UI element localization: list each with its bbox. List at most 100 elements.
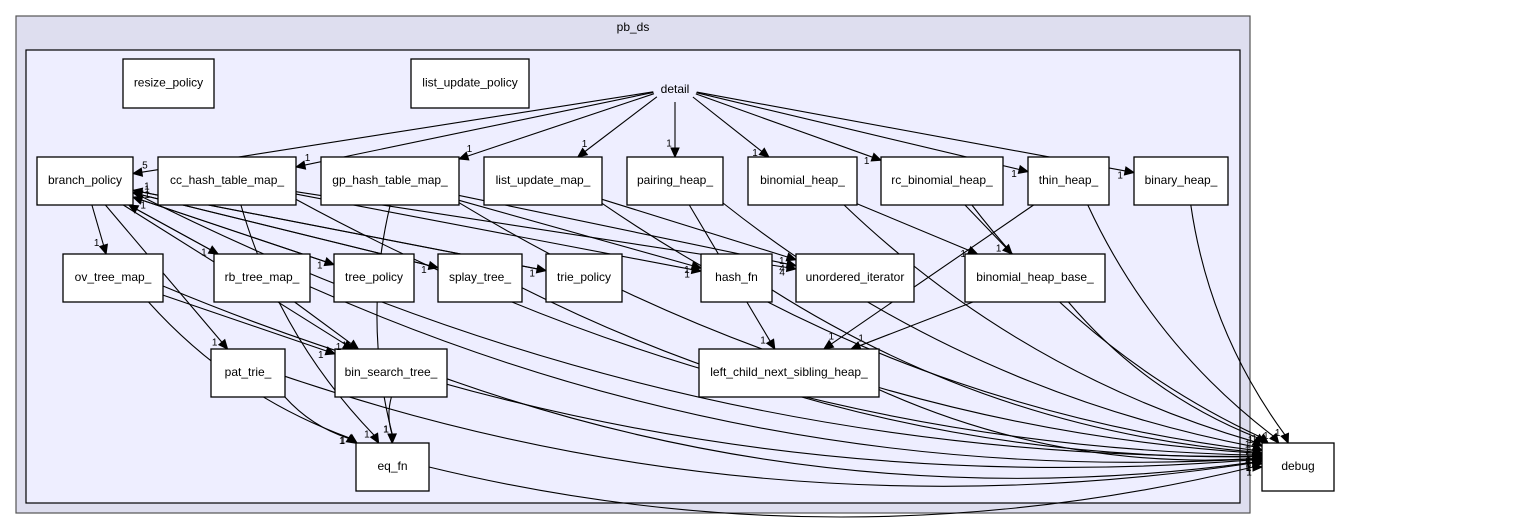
node-eq-fn[interactable]: eq_fn (355, 442, 430, 492)
node-left-child-next-sibling-heap[interactable]: left_child_next_sibling_heap_ (698, 348, 880, 398)
node-splay-tree[interactable]: splay_tree_ (437, 253, 523, 303)
edge-count-label: 1 (864, 156, 870, 167)
node-box (437, 253, 523, 303)
node-label: splay_tree_ (449, 270, 511, 284)
node-ov-tree-map[interactable]: ov_tree_map_ (62, 253, 164, 303)
node-box (62, 253, 164, 303)
edge-line (859, 301, 974, 347)
edge-detail-to-pairing-heap (670, 101, 680, 159)
edge-arrowhead (1251, 437, 1264, 447)
node-detail[interactable]: detail (661, 82, 690, 96)
edge-count-label: 1 (829, 331, 835, 342)
node-box (545, 253, 623, 303)
edge-line (136, 208, 219, 255)
edge-count-label: 1 (1245, 459, 1251, 470)
node-gp-hash-table-map[interactable]: gp_hash_table_map_ (320, 156, 460, 206)
node-box (355, 442, 430, 492)
edge-count-label: 1 (339, 436, 345, 447)
edge-rb-tree-map-to-branch-policy (127, 204, 219, 255)
node-thin-heap[interactable]: thin_heap_ (1027, 156, 1110, 206)
node-box (964, 253, 1106, 303)
node-list-update-policy[interactable]: list_update_policy (410, 58, 530, 109)
node-hash-fn[interactable]: hash_fn (700, 253, 773, 303)
edge-arrowhead (1280, 432, 1290, 445)
edge-count-label: 1 (364, 429, 370, 440)
node-tree-policy[interactable]: tree_policy (333, 253, 415, 303)
node-box (1027, 156, 1110, 206)
edge-arrowhead (690, 260, 703, 271)
edge-line (446, 378, 1254, 479)
edge-arrowhead (1123, 166, 1136, 176)
edge-count-label: 1 (212, 338, 218, 349)
node-box (1133, 156, 1229, 206)
edge-line (601, 198, 788, 258)
edge-count-label: 4 (779, 264, 785, 275)
edge-arrowhead (758, 147, 770, 158)
node-binomial-heap-base[interactable]: binomial_heap_base_ (964, 253, 1106, 303)
edge-count-label: 1 (1245, 451, 1251, 462)
node-debug[interactable]: debug (1261, 442, 1335, 492)
edge-count-label: 1 (752, 148, 758, 159)
node-box (795, 253, 915, 303)
node-label: gp_hash_table_map_ (332, 173, 448, 187)
edge-line (284, 396, 349, 439)
node-box (122, 58, 215, 109)
edge-line (695, 93, 873, 158)
edge-count-label: 1 (1011, 169, 1017, 180)
edge-detail-to-cc-hash-table-map (294, 91, 654, 170)
edge-count-label: 1 (201, 248, 207, 259)
node-box (210, 348, 286, 398)
node-box (880, 156, 1004, 206)
node-box (410, 58, 530, 109)
edge-gp-hash-table-map-to-hash-fn (458, 199, 703, 271)
edge-count-label: 1 (144, 182, 150, 193)
edge-arrowhead (131, 187, 144, 197)
node-list-update-map[interactable]: list_update_map_ (483, 156, 603, 206)
edge-line (467, 93, 655, 157)
node-label: binary_heap_ (1145, 173, 1218, 187)
edge-count-label: 1 (1245, 454, 1251, 465)
node-binomial-heap[interactable]: binomial_heap_ (747, 156, 858, 206)
edge-count-label: 1 (318, 350, 324, 361)
node-branch-policy[interactable]: branch_policy (36, 156, 134, 206)
edge-arrowhead (294, 160, 307, 170)
edge-line (458, 199, 693, 267)
node-resize-policy[interactable]: resize_policy (122, 58, 215, 109)
node-trie-policy[interactable]: trie_policy (545, 253, 623, 303)
edge-count-label: 1 (1245, 445, 1251, 456)
node-label: list_update_policy (422, 76, 517, 90)
node-box (700, 253, 773, 303)
edge-count-label: 1 (467, 144, 473, 155)
node-rc-binomial-heap[interactable]: rc_binomial_heap_ (880, 156, 1004, 206)
edge-arrowhead (127, 204, 140, 214)
node-label: cc_hash_table_map_ (170, 173, 284, 187)
edge-cc-hash-table-map-to-eq-fn (240, 204, 380, 445)
edge-count-label: 1 (960, 249, 966, 260)
node-pat-trie[interactable]: pat_trie_ (210, 348, 286, 398)
edge-line (692, 96, 763, 152)
node-unordered-iterator[interactable]: unordered_iterator (795, 253, 915, 303)
edge-count-label: 1 (383, 425, 389, 436)
edge-count-label: 1 (582, 139, 588, 150)
edge-count-label: 4 (1245, 456, 1251, 467)
edge-count-label: 1 (144, 185, 150, 196)
edge-line (856, 203, 970, 252)
edge-count-label: 1 (760, 336, 766, 347)
node-bin-search-tree[interactable]: bin_search_tree_ (334, 348, 448, 398)
edge-count-label: 1 (1245, 440, 1251, 451)
node-pairing-heap[interactable]: pairing_heap_ (626, 156, 724, 206)
edge-line (601, 202, 1254, 451)
edge-arrowhead (576, 147, 589, 158)
edge-line (964, 204, 1007, 248)
edge-count-label: 1 (1245, 452, 1251, 463)
edge-count-label: 1 (1275, 428, 1281, 439)
node-label: tree_policy (345, 270, 403, 284)
node-rb-tree-map[interactable]: rb_tree_map_ (213, 253, 311, 303)
node-cc-hash-table-map[interactable]: cc_hash_table_map_ (157, 156, 297, 206)
edge-line (1067, 301, 1258, 439)
node-label: debug (1281, 459, 1314, 473)
edge-line (162, 285, 1254, 469)
node-binary-heap[interactable]: binary_heap_ (1133, 156, 1229, 206)
node-label: thin_heap_ (1039, 173, 1099, 187)
